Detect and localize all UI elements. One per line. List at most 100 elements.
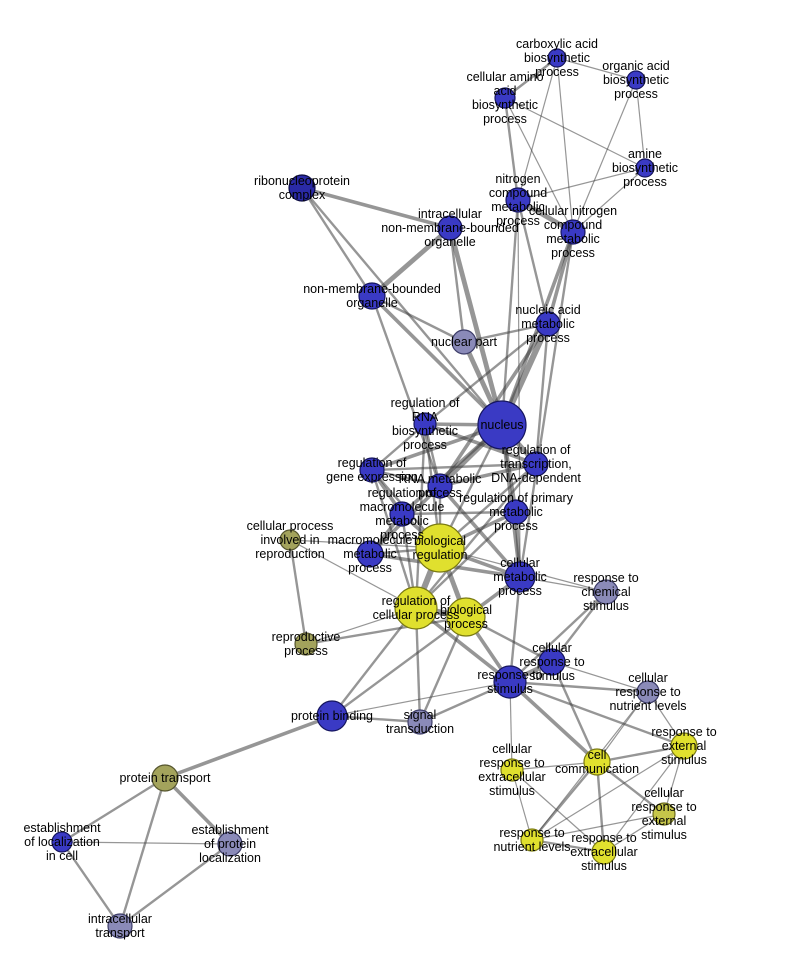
edge <box>531 761 598 841</box>
edge <box>504 97 574 233</box>
node-n3[interactable] <box>494 87 516 109</box>
node-n15[interactable] <box>359 457 385 483</box>
edge <box>370 469 418 609</box>
edge <box>438 484 522 579</box>
edge <box>305 615 467 646</box>
edge <box>509 680 649 694</box>
node-n8[interactable] <box>288 174 316 202</box>
node-n13[interactable] <box>413 412 437 436</box>
node-n9[interactable] <box>358 282 386 310</box>
edge <box>331 681 511 717</box>
node-n42[interactable] <box>107 913 133 939</box>
node-n40[interactable] <box>51 831 73 853</box>
edge <box>504 97 646 169</box>
edge <box>301 186 451 230</box>
edge <box>534 323 550 465</box>
node-n25[interactable] <box>279 529 301 551</box>
node-n21[interactable] <box>504 561 536 593</box>
node-n26[interactable] <box>294 632 318 656</box>
node-n34[interactable] <box>500 758 524 782</box>
edge <box>415 463 537 609</box>
node-n38[interactable] <box>591 839 617 865</box>
node-n33[interactable] <box>407 709 433 735</box>
edge <box>517 57 558 201</box>
node-n2[interactable] <box>626 70 646 90</box>
edge <box>531 813 665 841</box>
node-n39[interactable] <box>151 764 179 792</box>
edge <box>401 510 517 516</box>
node-n12[interactable] <box>477 400 527 450</box>
edge <box>550 661 599 763</box>
node-n14[interactable] <box>523 451 549 477</box>
node-n36[interactable] <box>652 802 676 826</box>
node-n37[interactable] <box>520 828 544 852</box>
node-n20[interactable] <box>415 523 465 573</box>
node-n19[interactable] <box>356 540 384 568</box>
edge <box>289 539 417 609</box>
node-n1[interactable] <box>547 48 567 68</box>
node-n5[interactable] <box>505 187 531 213</box>
edge <box>596 761 665 815</box>
node-n41[interactable] <box>217 831 243 857</box>
label-n39: protein transport <box>119 771 211 785</box>
edge <box>163 776 232 846</box>
edge <box>556 57 574 233</box>
label-n12: nucleus <box>480 418 523 432</box>
edge <box>371 294 465 344</box>
node-n27[interactable] <box>593 579 619 605</box>
edge <box>61 776 166 844</box>
node-n11[interactable] <box>451 329 477 355</box>
edge <box>424 323 549 425</box>
node-n23[interactable] <box>394 586 438 630</box>
node-n35[interactable] <box>583 748 611 776</box>
edge <box>551 591 607 663</box>
edge <box>447 227 505 426</box>
edge <box>300 187 374 297</box>
edge <box>509 591 607 683</box>
edge <box>61 841 231 845</box>
node-n17[interactable] <box>503 499 529 525</box>
node-n16[interactable] <box>427 473 453 499</box>
edge <box>61 841 121 927</box>
edge <box>572 79 637 233</box>
edge <box>508 576 522 683</box>
node-n24[interactable] <box>446 597 486 637</box>
node-n28[interactable] <box>538 648 566 676</box>
edge <box>288 539 308 645</box>
node-n7[interactable] <box>437 215 463 241</box>
node-n10[interactable] <box>535 311 561 337</box>
node-n6[interactable] <box>560 219 586 245</box>
edge <box>119 843 231 927</box>
node-n18[interactable] <box>389 501 415 527</box>
node-n30[interactable] <box>636 680 660 704</box>
node-n31[interactable] <box>670 732 698 760</box>
edge <box>370 294 504 427</box>
node-n29[interactable] <box>493 665 527 699</box>
edge <box>331 616 467 717</box>
node-n32[interactable] <box>316 700 348 732</box>
node-n4[interactable] <box>635 158 655 178</box>
edge <box>572 167 646 233</box>
